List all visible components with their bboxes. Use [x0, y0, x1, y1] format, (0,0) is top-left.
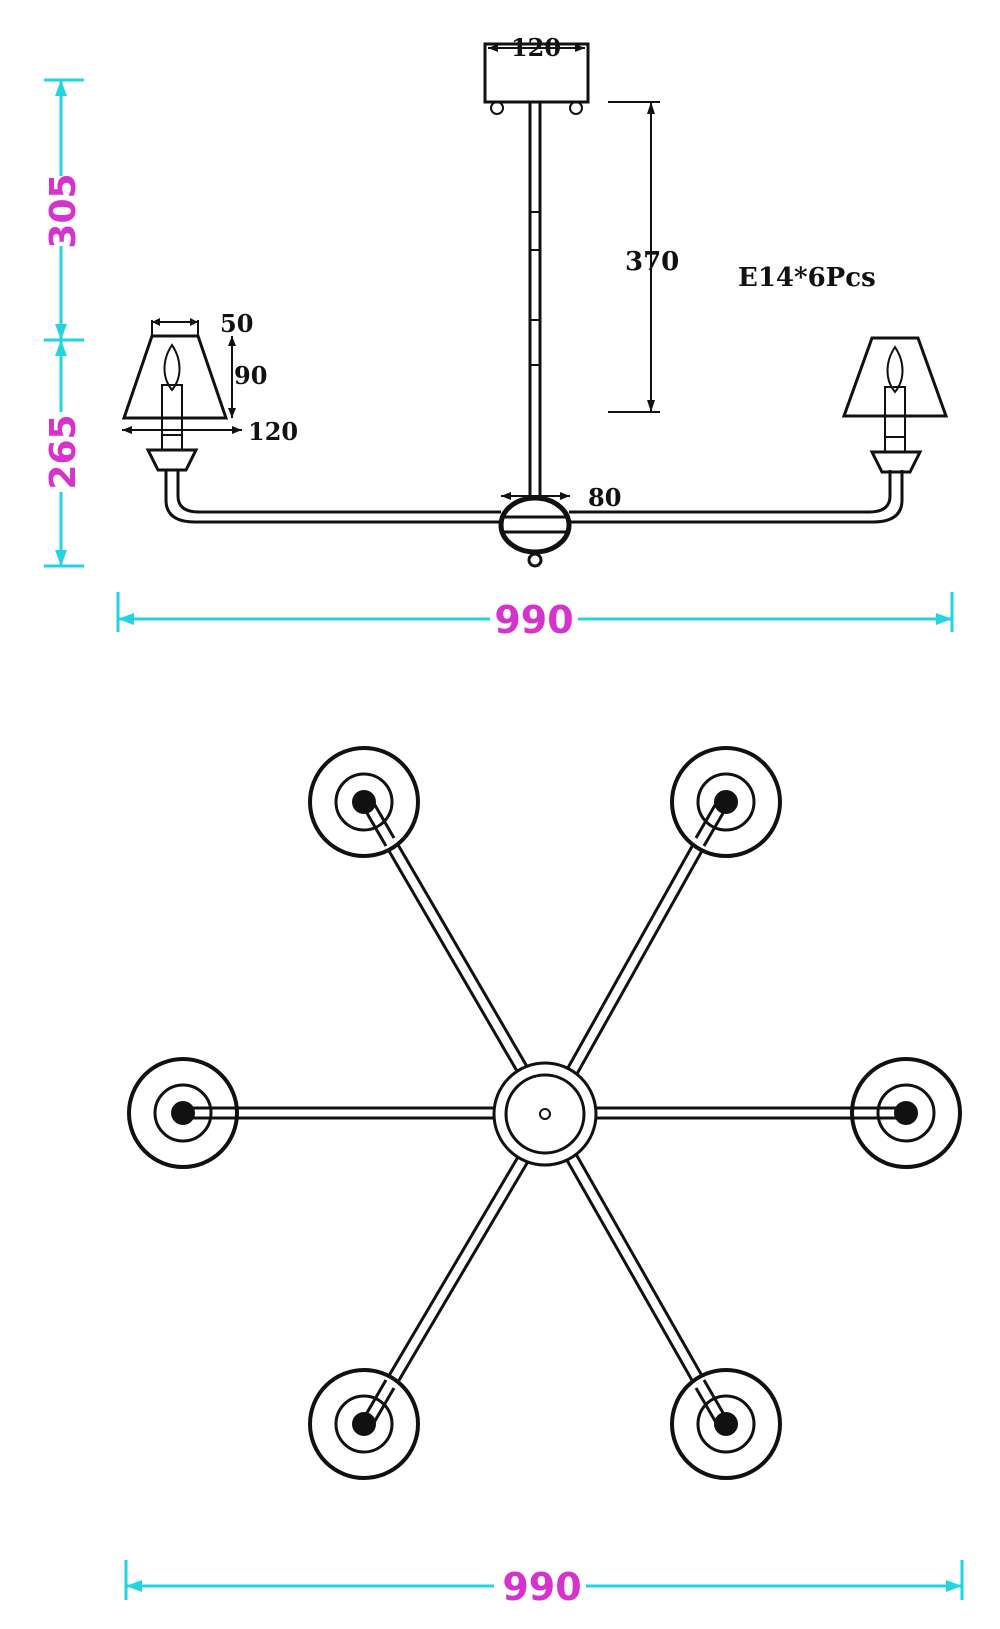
shade-bottom-label: 120 — [248, 417, 298, 446]
arm-upper-left — [362, 807, 530, 1091]
shade-bottom-dimension — [122, 426, 242, 434]
lamp-cup-right — [850, 1057, 962, 1169]
side-view: 120 370 E14*6Pcs — [43, 33, 954, 642]
central-hub — [498, 495, 572, 568]
upper-height-label: 305 — [43, 173, 84, 248]
ceiling-canopy — [483, 42, 590, 115]
lower-height-label: 265 — [43, 414, 84, 489]
shade-top-dimension — [152, 318, 198, 326]
bulb-spec-note: E14*6Pcs — [738, 263, 876, 293]
canopy-width-dimension — [488, 44, 585, 52]
lamp-cup-upper-left — [308, 746, 420, 858]
rod-length-dimension — [608, 101, 660, 413]
lamp-cup-left — [127, 1057, 239, 1169]
arm-lower-right — [558, 1147, 720, 1427]
shade-height-dimension — [228, 336, 236, 418]
side-overall-width-dimension — [116, 592, 954, 632]
hub-width-label: 80 — [588, 483, 621, 512]
arm-lower-left — [362, 1139, 530, 1419]
arm-upper-right — [558, 799, 720, 1083]
side-overall-width-label: 990 — [494, 598, 573, 642]
top-view-hub — [492, 1061, 598, 1167]
central-rod — [528, 102, 542, 498]
top-overall-width-label: 990 — [502, 1565, 581, 1609]
top-view-arms — [180, 799, 906, 1427]
shade-top-label: 50 — [220, 309, 253, 338]
shade-height-label: 90 — [234, 361, 267, 390]
canopy-width-label: 120 — [511, 33, 561, 62]
rod-length-label: 370 — [625, 247, 679, 277]
height-dimension-lines — [44, 78, 84, 568]
top-overall-width-dimension — [124, 1560, 964, 1600]
top-view: 990 — [124, 746, 964, 1609]
right-lamp — [841, 336, 949, 474]
left-lamp — [121, 320, 229, 472]
horizontal-arms — [164, 470, 904, 524]
lamp-cup-lower-right — [670, 1368, 782, 1480]
lamp-cup-lower-left — [308, 1368, 420, 1480]
hub-width-dimension — [501, 492, 570, 500]
lamp-cup-upper-right — [670, 746, 782, 858]
